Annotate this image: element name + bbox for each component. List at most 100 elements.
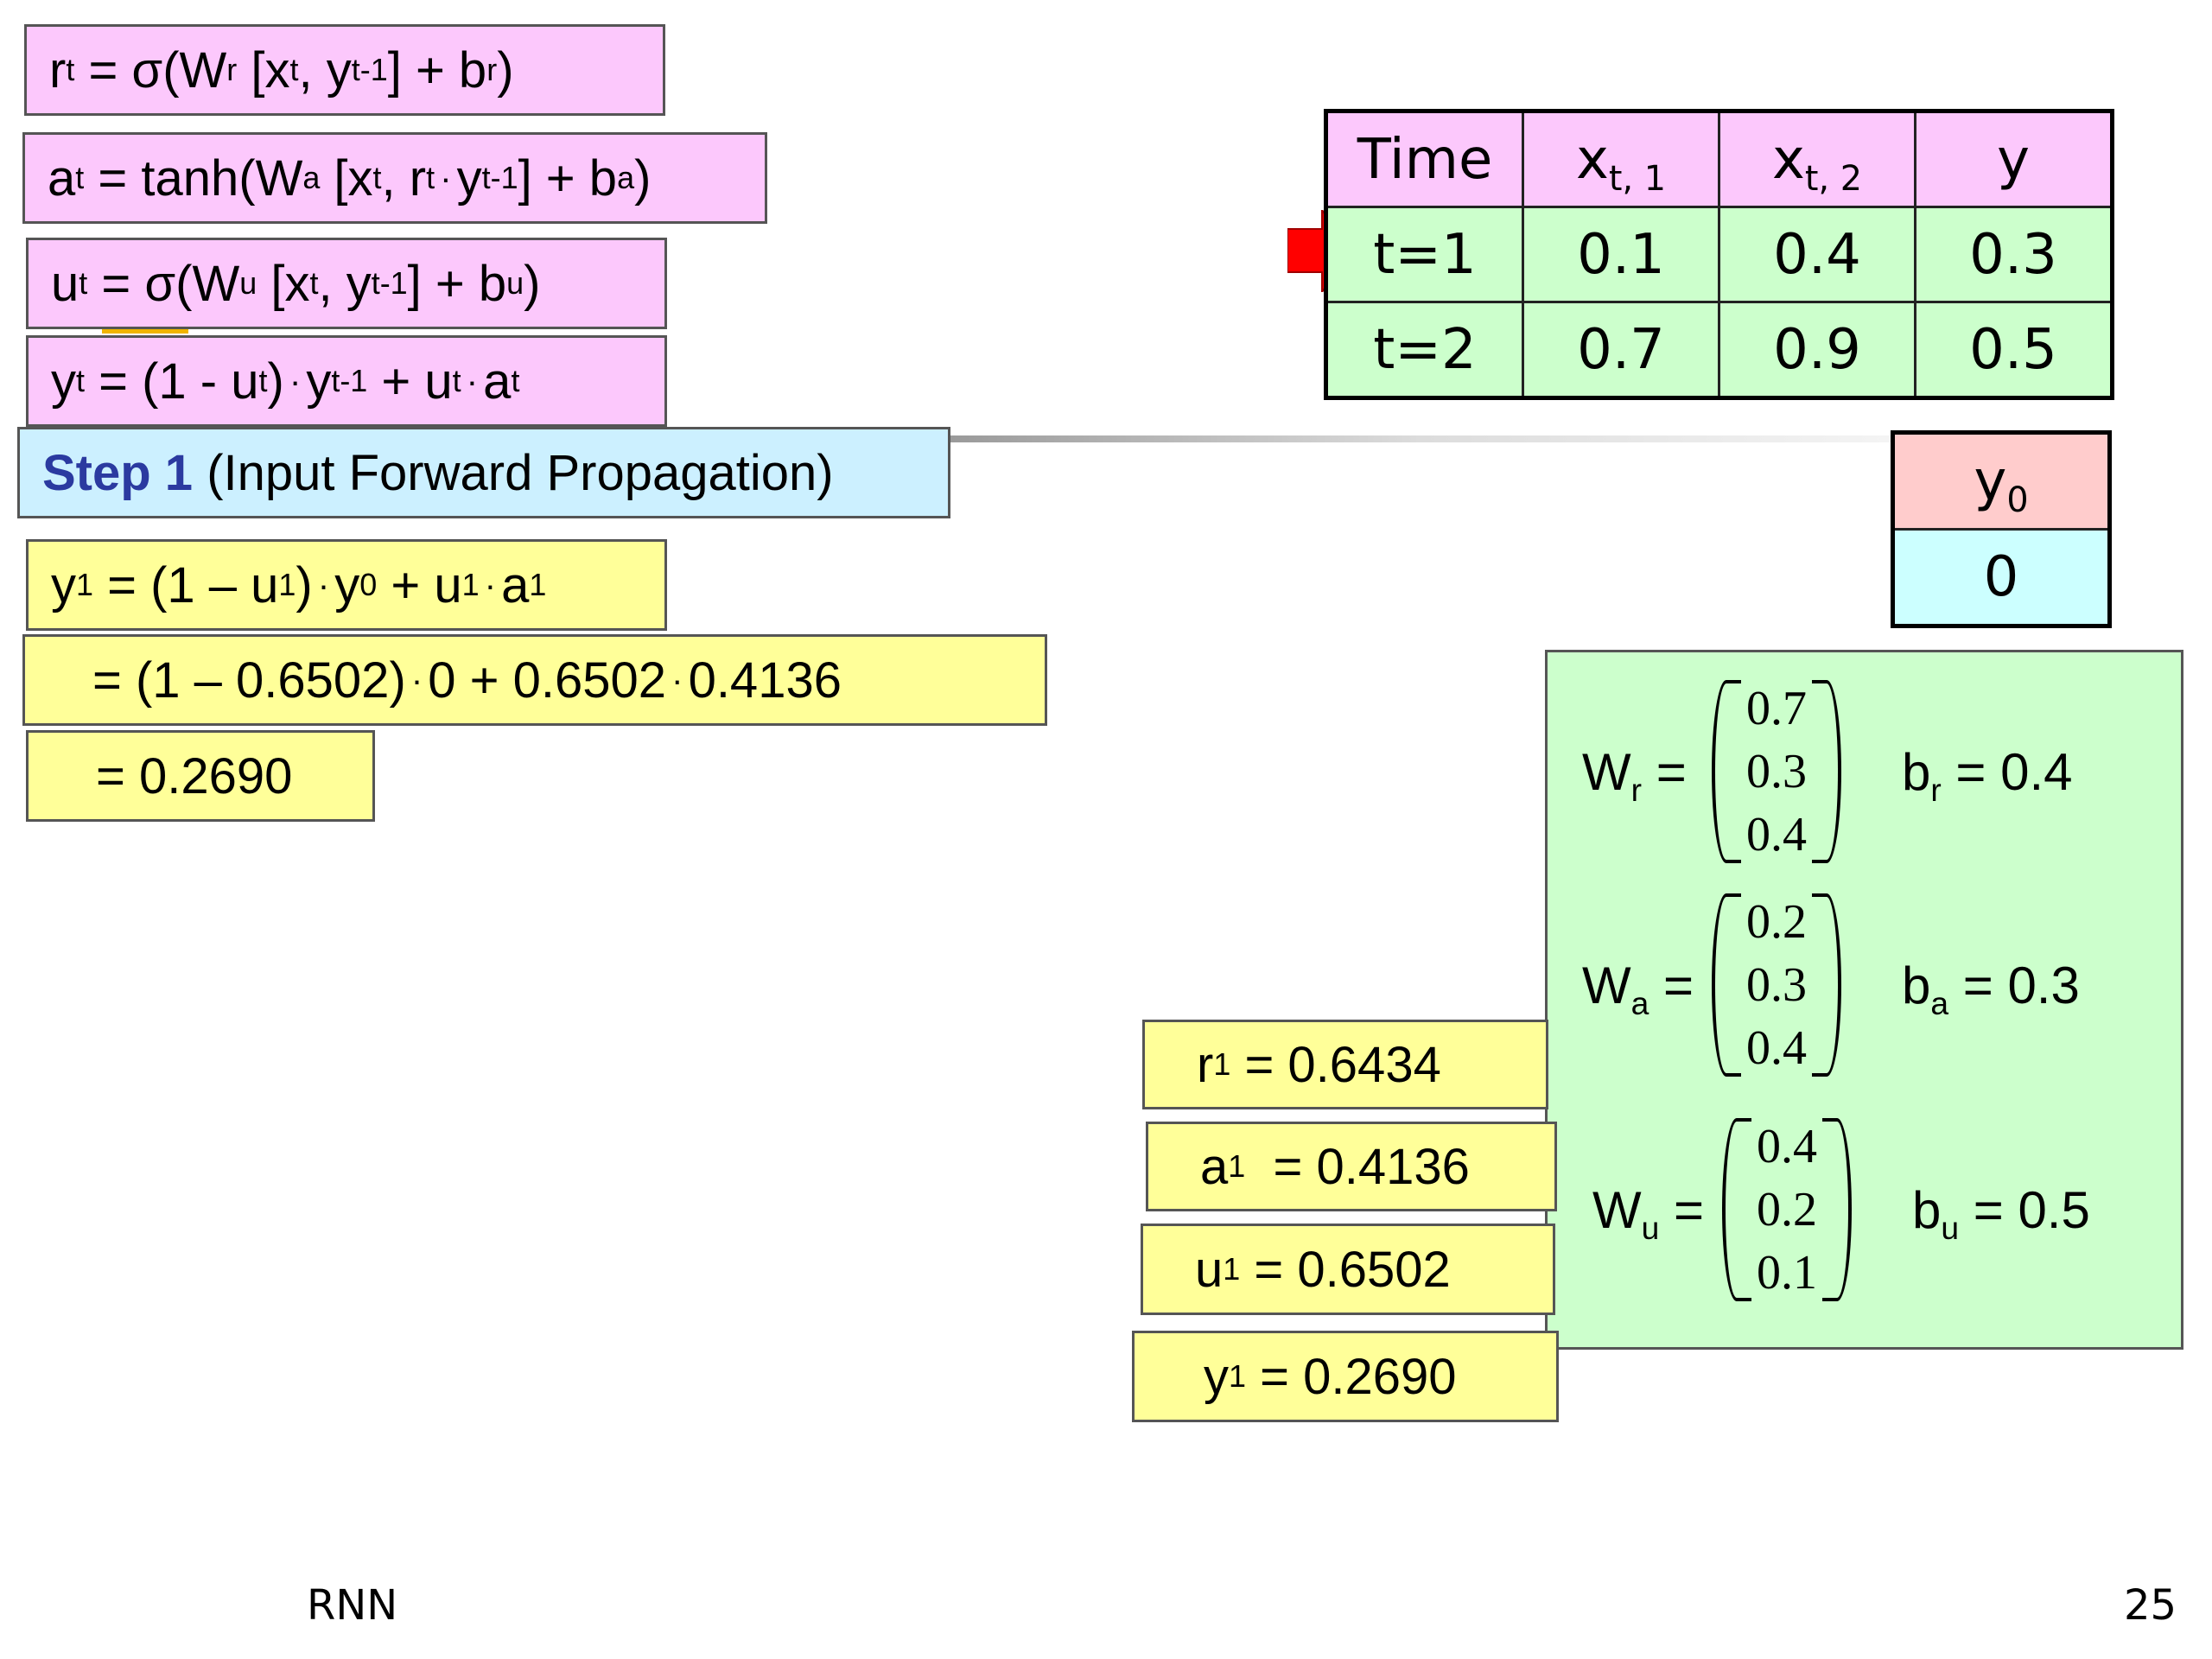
table-cell: 0.1 (1522, 206, 1720, 303)
eq-text: a (483, 353, 512, 410)
right-paren (1822, 1118, 1852, 1301)
table-row: t=2 0.7 0.9 0.5 (1325, 301, 2113, 399)
table-cell: t=2 (1325, 301, 1524, 399)
calc-result: = 0.2690 (96, 747, 293, 804)
eq-text: [x (320, 149, 373, 207)
vector-entry: 0.3 (1746, 957, 1807, 1012)
eq-text: y (456, 149, 482, 207)
left-paren (1712, 680, 1741, 863)
vector-entry: 0.2 (1757, 1182, 1817, 1236)
result-text: a (1200, 1138, 1229, 1195)
bias-sub: a (1930, 984, 1949, 1021)
step-label: Step 1 (42, 444, 194, 501)
eq-text: y (51, 353, 76, 410)
calc-dot: · (484, 564, 497, 605)
calc-text: y (51, 556, 76, 613)
result-text: u (1195, 1241, 1224, 1298)
eq-text: a (48, 149, 76, 207)
input-data-table: Time xt, 1 xt, 2 y t=1 0.1 0.4 0.3 t=2 0… (1324, 109, 2114, 400)
eq-text: [x (237, 41, 290, 99)
header-label: Time (1357, 127, 1493, 192)
eq-text: = σ(W (87, 255, 240, 312)
initial-state-table: y0 0 (1891, 430, 2112, 628)
right-paren (1812, 680, 1841, 863)
weight-sub: a (1630, 984, 1649, 1021)
eq-text: = σ(W (74, 41, 227, 99)
table-header-row: Time xt, 1 xt, 2 y (1325, 110, 2113, 208)
header-cell: Time (1325, 110, 1524, 208)
result-text: r (1197, 1036, 1214, 1093)
calc-line-3: = 0.2690 (26, 730, 375, 822)
y0-header: y0 (1891, 431, 2111, 531)
weight-text: = (1642, 742, 1687, 801)
vector-entry: 0.4 (1746, 808, 1807, 862)
calc-dot: · (317, 564, 330, 605)
eq-dot: · (466, 360, 479, 401)
bias-text: b (1912, 1180, 1942, 1239)
step-header: Step 1 (Input Forward Propagation) (17, 427, 950, 518)
eq-text: + u (367, 353, 453, 410)
calc-text: 0 + 0.6502 (428, 652, 667, 709)
eq-text: = tanh(W (84, 149, 303, 207)
calc-text: y (334, 556, 360, 613)
weight-sub: r (1630, 771, 1643, 808)
bias: br = 0.4 (1902, 742, 2073, 806)
eq-text: , r (381, 149, 427, 207)
weight-text: W (1582, 956, 1631, 1014)
eq-text: ) (267, 353, 284, 410)
table-cell: 0.4 (1718, 206, 1916, 303)
bias-text: b (1902, 742, 1931, 801)
bias-text: = 0.4 (1941, 742, 2073, 801)
calc-text: + u (377, 556, 462, 613)
table-row: t=1 0.1 0.4 0.3 (1325, 206, 2113, 303)
header-sub: t, 2 (1804, 158, 1862, 199)
vector-entry: 0.4 (1757, 1119, 1817, 1173)
header-label: y (1997, 127, 2030, 192)
y0-sub: 0 (2006, 480, 2029, 520)
right-paren (1812, 893, 1841, 1077)
header-label: x (1576, 127, 1609, 192)
weights-panel: Wr = 0.7 0.3 0.4 br = 0.4 Wa = 0.2 0.3 0… (1545, 650, 2183, 1350)
calc-text: ) (296, 556, 313, 613)
weight-text: W (1582, 742, 1631, 801)
eq-text: ) (524, 255, 541, 312)
table-cell: 0.5 (1914, 301, 2113, 399)
weight-label: Wr = (1582, 742, 1712, 806)
divider-line (950, 435, 1891, 442)
vector-entry: 0.3 (1746, 744, 1807, 798)
table-cell: 0.9 (1718, 301, 1916, 399)
step-title: (Input Forward Propagation) (207, 444, 834, 501)
weight-vector: 0.7 0.3 0.4 (1712, 677, 1841, 867)
eq-text: ) (634, 149, 652, 207)
left-paren (1722, 1118, 1751, 1301)
eq-text: ] + b (387, 41, 487, 99)
y0-value: 0 (1891, 528, 2111, 627)
calc-dot: · (410, 659, 423, 700)
calc-text: a (501, 556, 530, 613)
bias-sub: r (1930, 771, 1942, 808)
weight-text: = (1659, 1180, 1705, 1239)
weight-label: Wa = (1582, 956, 1712, 1020)
result-text: = 0.6502 (1240, 1241, 1451, 1298)
vector-entry: 0.1 (1757, 1246, 1817, 1300)
header-label: x (1772, 127, 1805, 192)
result-text: = 0.2690 (1246, 1348, 1457, 1405)
footer-label: RNN (307, 1581, 398, 1630)
bias-text: = 0.3 (1948, 956, 2080, 1014)
table-cell: 0.3 (1914, 206, 2113, 303)
bias-text: b (1902, 956, 1931, 1014)
bias-sub: u (1941, 1209, 1960, 1246)
bias: ba = 0.3 (1902, 956, 2080, 1020)
result-text: y (1204, 1348, 1229, 1405)
eq-text: u (51, 255, 79, 312)
weight-text: = (1649, 956, 1694, 1014)
vector-entry: 0.4 (1746, 1021, 1807, 1076)
weight-text: W (1592, 1180, 1642, 1239)
eq-text: ] + b (518, 149, 618, 207)
vector-entry: 0.7 (1746, 681, 1807, 735)
header-cell: y (1914, 110, 2113, 208)
